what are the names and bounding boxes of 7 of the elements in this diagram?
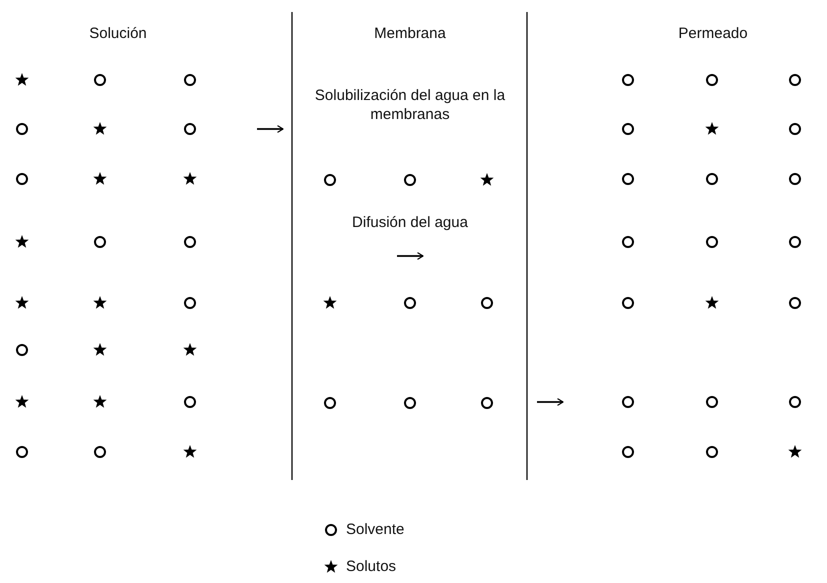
process-label: Difusión del agua	[351, 213, 469, 232]
section-heading: Permeado	[677, 24, 749, 43]
legend-label: Solutos	[346, 557, 396, 576]
section-heading: Membrana	[373, 24, 447, 43]
process-label: Solubilización del agua en la membranas	[314, 86, 506, 124]
legend-label: Solvente	[346, 520, 404, 539]
section-heading: Solución	[88, 24, 148, 43]
